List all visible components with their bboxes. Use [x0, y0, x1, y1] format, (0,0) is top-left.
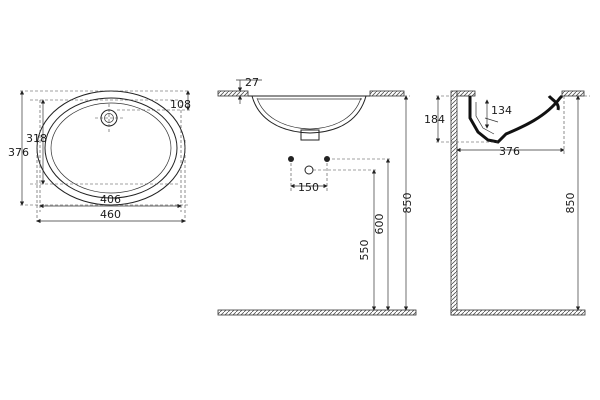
basin-section-profile: [468, 94, 564, 144]
dim-height-850-front: 850: [401, 193, 414, 214]
dim-bowl-height: 184: [424, 113, 445, 126]
tap-hole-inner-icon: [104, 113, 114, 123]
dim-height-550: 550: [358, 240, 371, 261]
floor-slab: [217, 309, 417, 316]
drain-outlet: [300, 129, 320, 141]
basin-inner-outline: [44, 97, 178, 199]
side-view: 184 134 376 850: [424, 90, 590, 316]
side-floor-slab: [450, 309, 586, 316]
tap-hole-icon: [100, 109, 118, 127]
dim-depth-inner: 318: [26, 132, 47, 145]
side-countertop-left: [456, 90, 476, 97]
waste-outlet-icon: [304, 165, 314, 175]
wall-section: [450, 90, 458, 316]
dim-tap-offset: 108: [170, 98, 191, 111]
front-view: 27 150 550 600 850: [217, 76, 417, 316]
basin-profile: [251, 95, 367, 134]
countertop-left: [217, 90, 249, 97]
water-inlet-left-icon: [288, 156, 294, 162]
dim-rim-thickness: 27: [245, 76, 259, 89]
countertop-right: [369, 90, 405, 97]
dim-height-600: 600: [373, 214, 386, 235]
dim-height-850-side: 850: [564, 193, 577, 214]
top-view: 108 376 318 406 460: [8, 90, 191, 224]
dim-depth-outer: 376: [8, 146, 29, 159]
dim-width-inner: 406: [100, 193, 121, 206]
side-countertop-right: [561, 90, 585, 97]
dim-drain-spacing: 150: [298, 181, 319, 194]
dim-bowl-width: 376: [499, 145, 520, 158]
water-inlet-right-icon: [324, 156, 330, 162]
dim-bowl-depth: 134: [491, 104, 512, 117]
dim-width-outer: 460: [100, 208, 121, 221]
basin-outer-outline: [36, 90, 186, 206]
basin-bowl-outline: [50, 102, 172, 194]
